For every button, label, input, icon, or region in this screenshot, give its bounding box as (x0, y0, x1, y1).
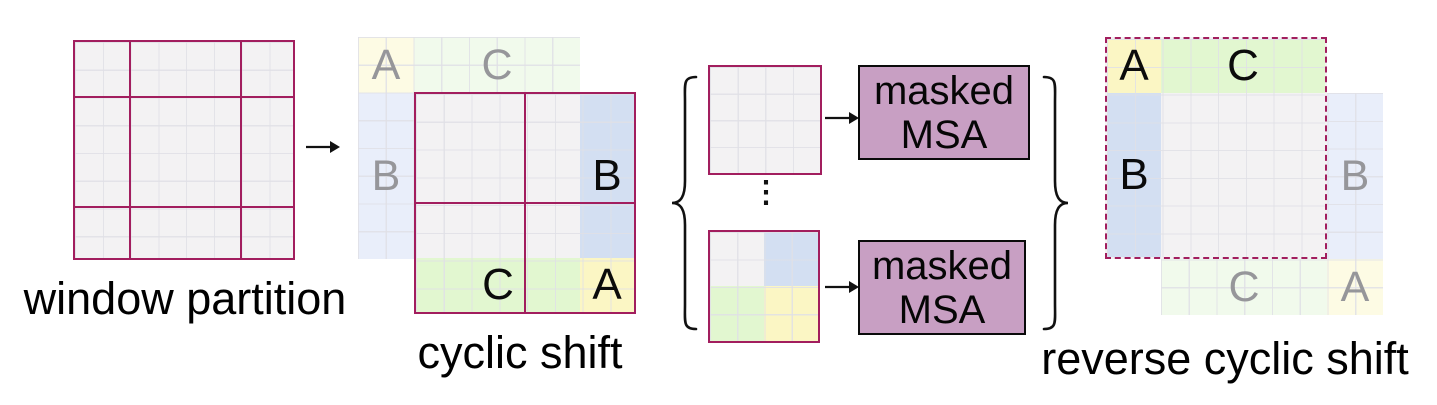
restored-label-b: B (1119, 150, 1149, 199)
fine-gridlines (75, 42, 293, 258)
masked-msa-box-2: masked MSA (858, 240, 1026, 335)
cyclic-shift-figure: A C B B C A (358, 37, 638, 315)
ghost-label-a: A (1340, 262, 1370, 311)
masked-msa-line1: masked (873, 68, 1015, 113)
quadrant-yellow (764, 286, 818, 341)
arrow-right-icon (305, 139, 341, 155)
window-grid-plain (708, 65, 822, 175)
masked-msa-line2: MSA (898, 287, 986, 332)
window-boundary-vertical-1 (129, 42, 131, 258)
quadrant-blue (764, 232, 818, 286)
shifted-label-a: A (592, 260, 622, 309)
caption-window-partition: window partition (23, 273, 347, 324)
ghost-label-c: C (481, 40, 513, 89)
window-boundary-horizontal-1 (75, 96, 293, 98)
arrow-right-icon (824, 110, 860, 126)
right-curly-brace-icon (1040, 74, 1074, 332)
shifted-feature-map: B C A (414, 92, 636, 314)
arrow-right-icon (824, 279, 860, 295)
quadrant-green (710, 286, 764, 341)
ghost-label-a: A (371, 40, 401, 89)
window-boundary-horizontal-2 (75, 206, 293, 208)
restored-feature-map: A C B (1105, 37, 1327, 259)
shifted-label-b: B (592, 151, 622, 200)
ghost-label-b: B (1340, 151, 1370, 200)
window-grid-mixed (708, 230, 820, 343)
window-boundary-horizontal (416, 202, 634, 204)
ghost-label-c: C (1228, 262, 1260, 311)
window-partition-grid (73, 40, 295, 260)
caption-cyclic-shift: cyclic shift (417, 327, 623, 378)
masked-msa-line1: masked (871, 243, 1013, 288)
reverse-cyclic-shift-figure: B C A A C B (1105, 37, 1383, 315)
window-boundary-vertical-2 (240, 42, 242, 258)
fine-gridlines (710, 67, 820, 173)
left-curly-brace-icon (666, 74, 700, 332)
restored-label-a: A (1119, 41, 1149, 90)
restored-label-c: C (1227, 41, 1259, 90)
ghost-label-b: B (371, 151, 401, 200)
shifted-label-c: C (482, 260, 514, 309)
vertical-ellipsis: ⋮ (751, 176, 781, 209)
masked-msa-line2: MSA (900, 112, 988, 157)
masked-msa-box-1: masked MSA (858, 65, 1030, 160)
caption-reverse-cyclic-shift: reverse cyclic shift (1041, 333, 1409, 384)
